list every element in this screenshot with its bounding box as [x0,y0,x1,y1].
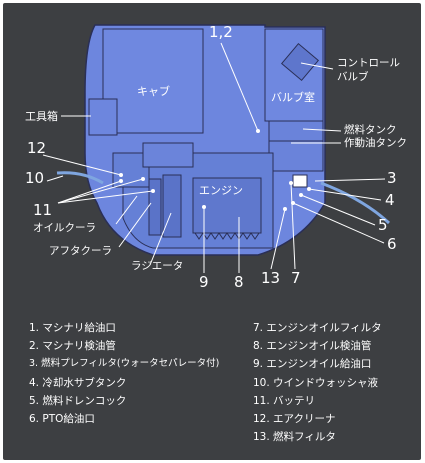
right-hose [320,181,391,225]
legend-item: 7. エンジンオイルフィルタ [253,322,382,334]
callout-3: 3 [387,169,397,187]
toolbox [88,98,118,136]
legend-item: 8. エンジンオイル検油管 [253,340,372,353]
control-valve-label-1: コントロール [337,57,400,69]
radiator [162,174,182,238]
aftercooler-label: アフタクーラ [49,245,112,257]
diagram-panel: キャブ エンジン バルブ室 工具箱 コントロール バルブ 燃料タンク 作動油タン… [3,3,421,460]
air-cleaner [142,142,194,168]
machine-diagram: キャブ エンジン バルブ室 工具箱 コントロール バルブ 燃料タンク 作動油タン… [25,23,407,291]
washer-hose [56,171,104,185]
leader-markers [119,129,311,211]
legend-item: 4. 冷却水サブタンク [29,376,127,389]
cab-label: キャブ [137,84,170,98]
callout-10: 10 [25,169,44,187]
oil-cooler-label: オイルクーラ [33,222,96,234]
callout-4: 4 [385,191,395,209]
control-valve-label-2: バルブ [337,70,369,83]
callout-11: 11 [33,201,52,219]
valve-room [264,28,324,122]
legend-left-column: 1. マシナリ給油口 2. マシナリ検油管 3. 燃料プレフィルタ(ウォータセパ… [29,319,219,428]
legend-item: 10. ウインドウォッシャ液 [253,376,379,389]
callout-6: 6 [387,235,397,253]
cab [102,28,204,134]
callout-1-2: 1,2 [209,23,233,41]
leader-lines [42,42,386,273]
legend-item: 13. 燃料フィルタ [253,431,336,444]
callout-5: 5 [378,216,388,234]
legend-item: 1. マシナリ給油口 [29,322,116,334]
legend-item: 11. バッテリ [253,394,316,407]
callout-13: 13 [261,269,280,287]
legend-item: 5. 燃料ドレンコック [29,394,127,407]
legend-right-column: 7. エンジンオイルフィルタ 8. エンジンオイル検油管 9. エンジンオイル給… [253,319,382,446]
legend-item: 3. 燃料プレフィルタ(ウォータセパレータ付) [29,358,220,370]
engine-fins [194,232,260,240]
toolbox-label: 工具箱 [25,109,58,123]
engine-label: エンジン [199,184,243,197]
legend-item: 6. PTO給油口 [29,413,95,426]
legend-item: 2. マシナリ検油管 [29,340,116,353]
aftercooler [148,178,162,236]
callout-9: 9 [199,273,209,291]
radiator-label: ラジエータ [131,260,183,272]
callout-8: 8 [234,273,244,291]
control-valve [280,42,320,82]
legend-item: 12. エアクリーナ [253,413,336,426]
fuel-prefilter [292,174,308,188]
legend-item: 9. エンジンオイル給油口 [253,358,372,371]
valve-room-label: バルブ室 [271,90,315,104]
fuel-tank [268,120,324,142]
hydraulic-tank-label: 作動油タンク [344,136,407,149]
fuel-tank-label: 燃料タンク [344,123,397,136]
hydraulic-tank [268,140,324,172]
callout-12: 12 [27,139,46,157]
callout-7: 7 [291,269,301,287]
engine-block [192,177,262,234]
